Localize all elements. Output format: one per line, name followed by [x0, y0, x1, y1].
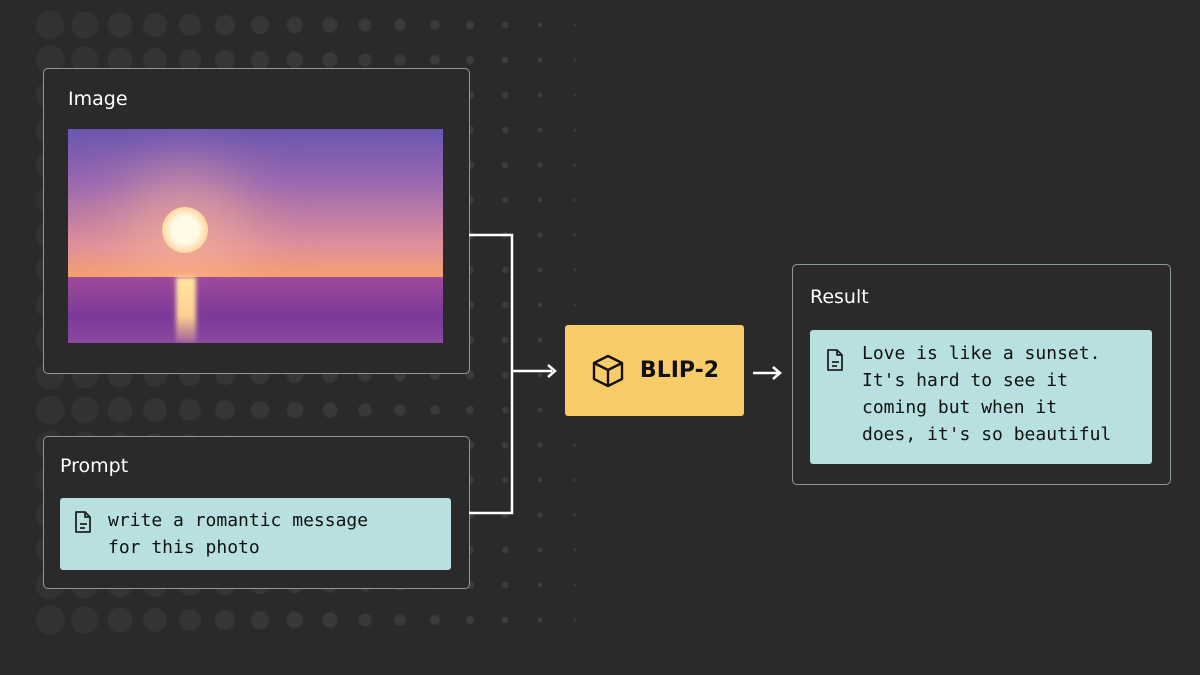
result-textbox: Love is like a sunset. It's hard to see … — [810, 330, 1152, 464]
prompt-text: write a romantic message for this photo — [108, 510, 369, 558]
prompt-panel-label: Prompt — [60, 455, 129, 477]
result-text: Love is like a sunset. It's hard to see … — [862, 343, 1112, 445]
image-panel-label: Image — [68, 88, 128, 110]
model-label: BLIP-2 — [639, 358, 720, 383]
cube-icon — [592, 354, 624, 387]
document-icon — [827, 349, 843, 371]
sunset-image — [68, 129, 443, 343]
document-icon — [75, 511, 91, 533]
result-panel-label: Result — [810, 286, 869, 308]
prompt-textbox: write a romantic message for this photo — [60, 498, 451, 570]
blip2-model-block: BLIP-2 — [565, 325, 744, 416]
